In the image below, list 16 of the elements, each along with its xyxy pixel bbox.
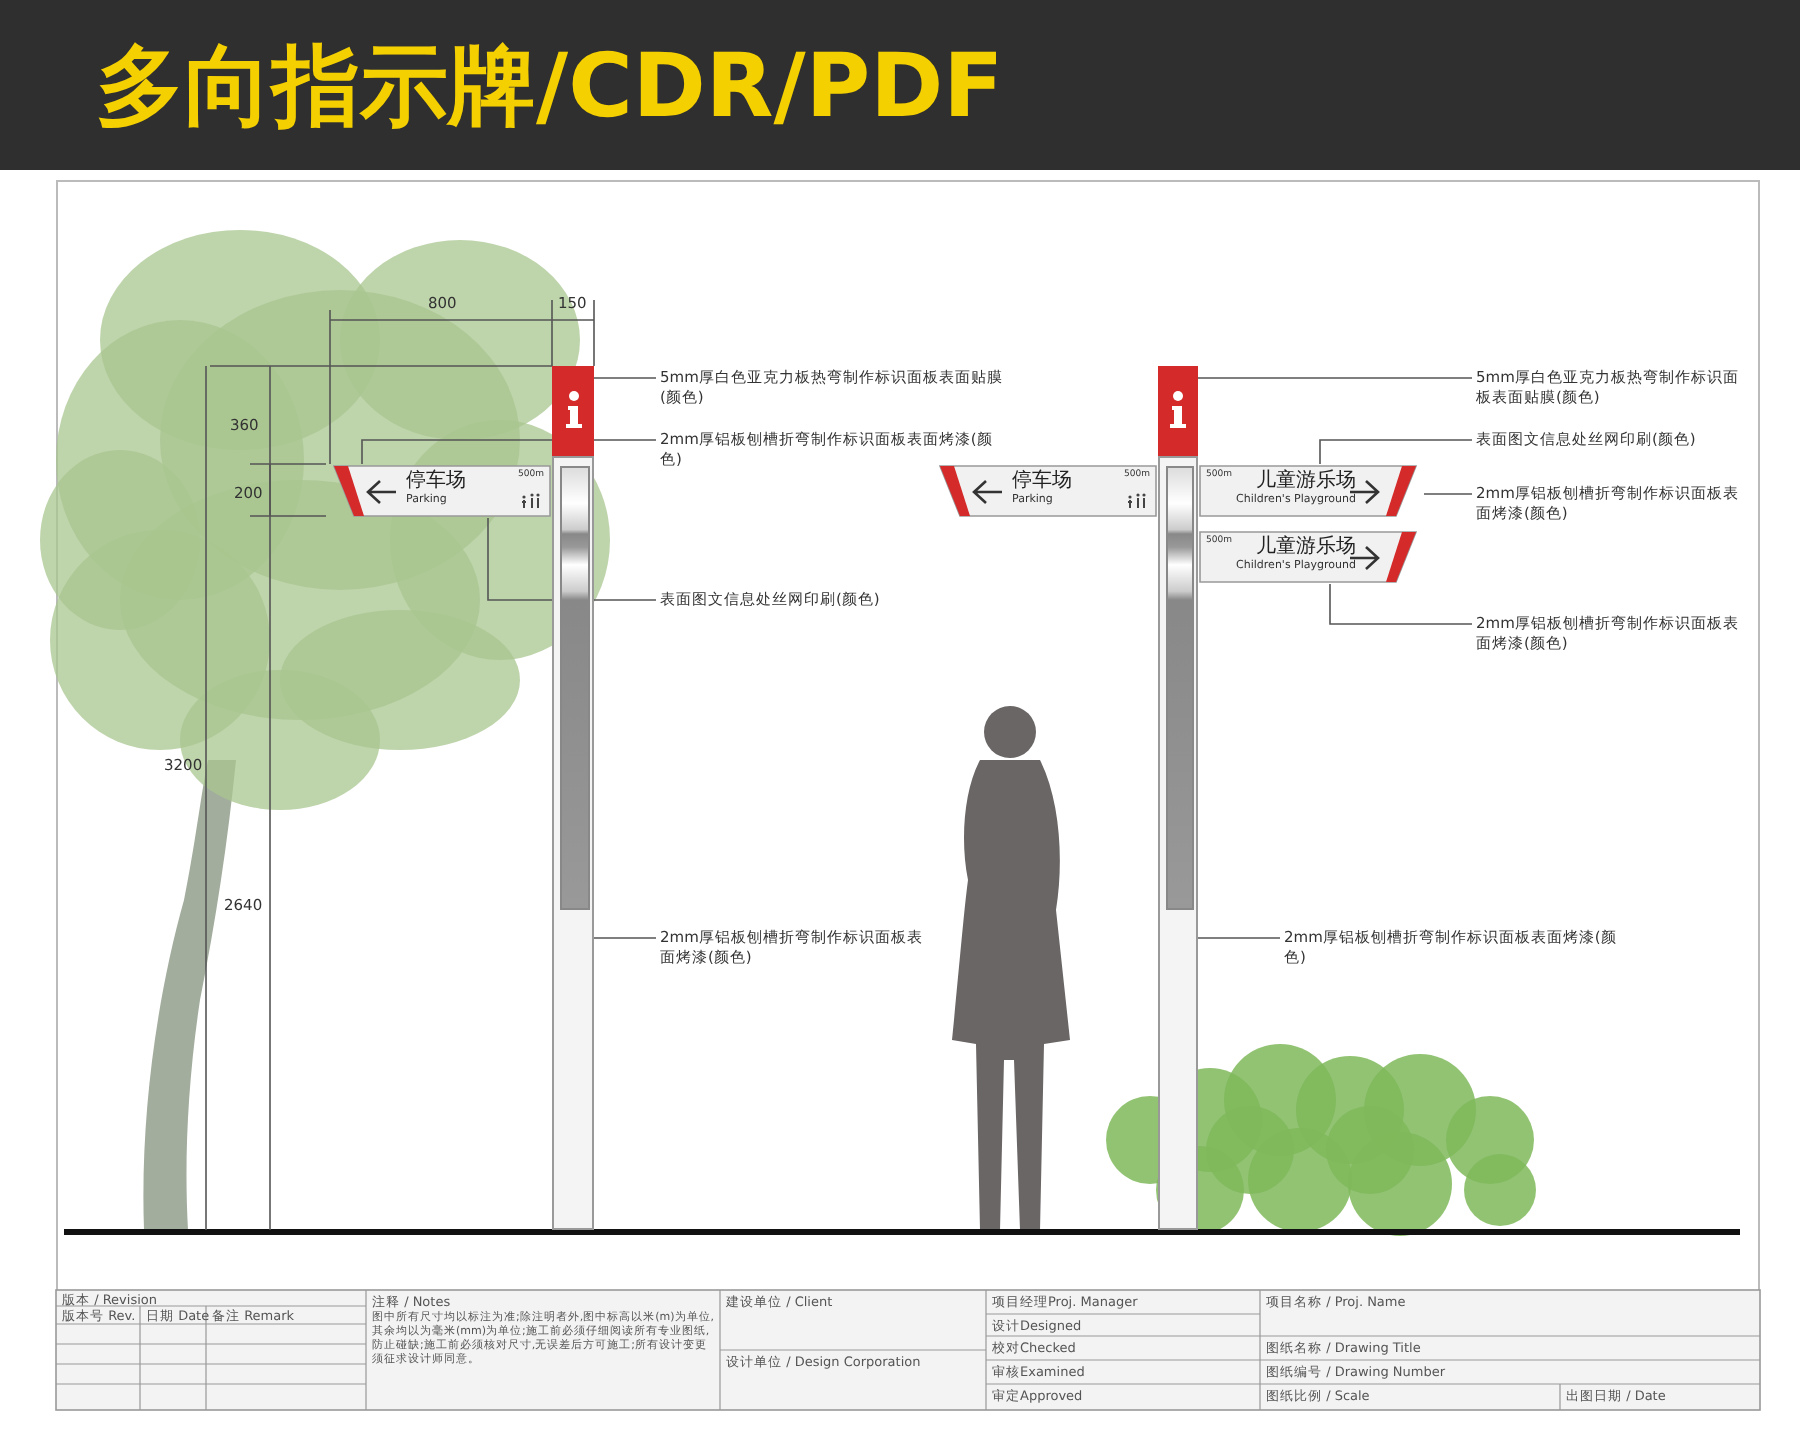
title-text: 多向指示牌/CDR/PDF xyxy=(96,34,1004,142)
sign-title: 停车场 xyxy=(406,470,466,492)
info-panel xyxy=(1158,366,1198,456)
sign-title: 儿童游乐场 xyxy=(1256,470,1356,492)
sign-post xyxy=(1158,456,1198,1230)
sign-title: 停车场 xyxy=(1012,470,1072,492)
leader-line xyxy=(1423,493,1473,495)
leader-line xyxy=(1197,937,1281,939)
leader-line xyxy=(593,937,657,939)
sign-title: 儿童游乐场 xyxy=(1256,536,1356,558)
info-panel xyxy=(552,366,594,456)
leader-line xyxy=(1197,377,1473,379)
leader-line xyxy=(1329,583,1473,625)
leader-line xyxy=(593,377,657,379)
leader-line xyxy=(1319,439,1473,465)
sign-post xyxy=(552,456,594,1230)
